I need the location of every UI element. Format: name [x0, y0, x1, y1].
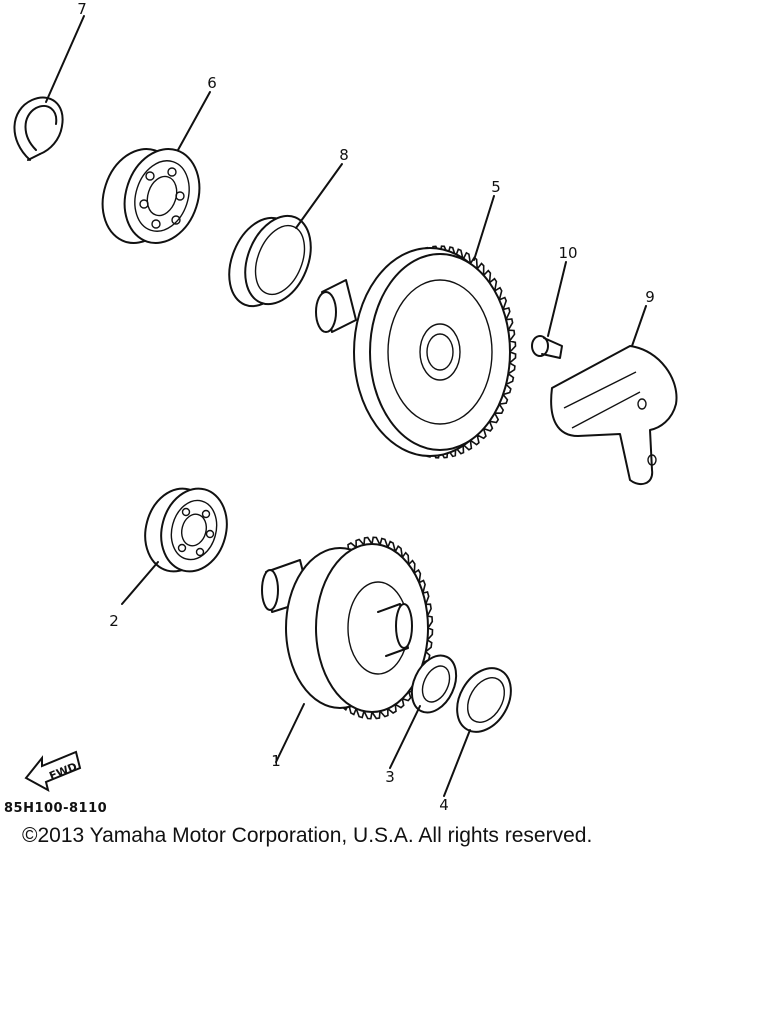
part-4-washer — [456, 667, 512, 733]
callout-4: 4 — [439, 796, 449, 814]
drawing-code: 85H100-8110 — [4, 801, 107, 816]
leader-lines — [45, 15, 647, 797]
callout-2: 2 — [109, 612, 119, 630]
part-5-gear — [315, 245, 517, 459]
callout-5: 5 — [491, 178, 501, 196]
callout-1: 1 — [271, 752, 281, 770]
part-9-plate — [550, 345, 678, 486]
copyright-notice: ©2013 Yamaha Motor Corporation, U.S.A. A… — [22, 824, 593, 847]
callout-10: 10 — [558, 244, 577, 262]
callout-8: 8 — [339, 146, 349, 164]
part-2-bearing — [144, 487, 228, 573]
callout-7: 7 — [77, 0, 87, 18]
part-7-circlip — [13, 96, 64, 161]
part-1-gear — [261, 536, 434, 720]
callout-9: 9 — [645, 288, 655, 306]
part-6-bearing — [101, 148, 201, 244]
part-10-bolt — [531, 335, 563, 359]
callout-6: 6 — [207, 74, 217, 92]
part-8-oil-seal — [228, 214, 312, 308]
fwd-arrow-icon: FWD — [24, 750, 82, 792]
part-3-washer — [410, 654, 458, 714]
callout-3: 3 — [385, 768, 395, 786]
